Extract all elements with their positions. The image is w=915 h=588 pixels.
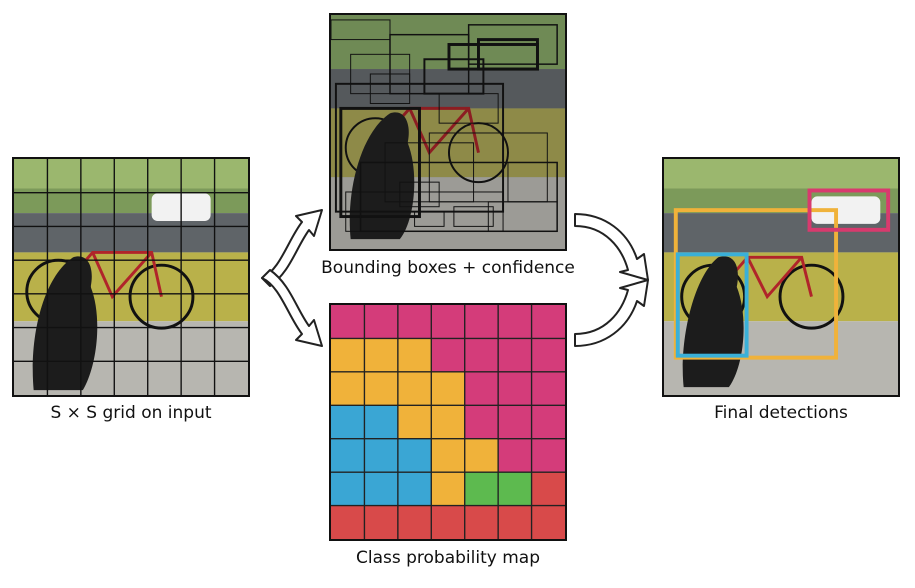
class-cell	[531, 472, 565, 507]
bounding-box	[467, 24, 558, 65]
class-cell	[464, 338, 499, 373]
class-cell	[531, 371, 565, 406]
class-cell	[331, 438, 365, 473]
class-cell	[431, 438, 466, 473]
class-cell	[464, 405, 499, 440]
class-cell	[397, 505, 432, 539]
class-cell	[397, 438, 432, 473]
merge-arrow-bottom-icon	[574, 279, 649, 347]
class-cell	[331, 305, 365, 339]
class-cell	[364, 305, 399, 339]
class-cell	[331, 338, 365, 373]
dog-detection-box	[675, 252, 749, 358]
class-cell	[397, 305, 432, 339]
class-cell	[364, 505, 399, 539]
class-cell	[397, 405, 432, 440]
class-cell	[531, 438, 565, 473]
class-cell	[364, 405, 399, 440]
class-cell	[531, 305, 565, 339]
class-cell	[331, 371, 365, 406]
class-cell	[397, 472, 432, 507]
boxes-caption: Bounding boxes + confidence	[321, 258, 575, 278]
class-cell	[498, 338, 533, 373]
class-cell	[464, 505, 499, 539]
class-cell	[331, 405, 365, 440]
class-cell	[464, 371, 499, 406]
class-cell	[431, 338, 466, 373]
class-map-grid	[331, 305, 565, 539]
bounding-box	[331, 19, 391, 41]
class-cell	[431, 305, 466, 339]
class-cell	[364, 472, 399, 507]
class-cell	[397, 338, 432, 373]
bounding-box	[447, 43, 539, 71]
split-arrow-down-icon	[261, 269, 323, 347]
class-cell	[364, 438, 399, 473]
class-cell	[397, 371, 432, 406]
input-caption: S × S grid on input	[50, 403, 212, 423]
final-caption: Final detections	[714, 403, 848, 423]
boxes-photo	[331, 15, 565, 249]
bounding-box	[438, 93, 499, 124]
class-cell	[364, 338, 399, 373]
class-cell	[364, 371, 399, 406]
class-map-cells	[331, 305, 565, 539]
bounding-box	[453, 206, 494, 227]
input-image-panel	[12, 157, 250, 397]
class-cell	[498, 305, 533, 339]
class-probability-panel	[329, 303, 567, 541]
class-cell	[331, 505, 365, 539]
class-cell	[531, 505, 565, 539]
class-cell	[498, 472, 533, 507]
final-detections-panel	[662, 157, 900, 397]
class-cell	[431, 371, 466, 406]
class-cell	[431, 505, 466, 539]
bounding-box-set	[331, 19, 558, 233]
class-cell	[464, 305, 499, 339]
class-cell	[464, 438, 499, 473]
input-grid	[14, 159, 248, 395]
classmap-caption: Class probability map	[355, 548, 540, 568]
bounding-box	[345, 191, 504, 232]
input-photo	[14, 159, 248, 395]
class-cell	[531, 405, 565, 440]
class-cell	[464, 472, 499, 507]
final-photo	[664, 159, 898, 395]
bounding-box	[399, 181, 440, 208]
class-cell	[331, 472, 365, 507]
class-cell	[531, 338, 565, 373]
bounding-box	[350, 53, 411, 95]
class-cell	[498, 371, 533, 406]
class-cell	[431, 472, 466, 507]
bounding-box	[414, 211, 445, 227]
bounding-box	[487, 201, 558, 232]
class-cell	[498, 405, 533, 440]
class-map	[331, 305, 565, 539]
bounding-boxes-panel	[329, 13, 567, 251]
class-cell	[498, 438, 533, 473]
car-detection-box	[807, 188, 891, 232]
bounding-box	[384, 142, 475, 203]
class-cell	[498, 505, 533, 539]
class-cell	[431, 405, 466, 440]
